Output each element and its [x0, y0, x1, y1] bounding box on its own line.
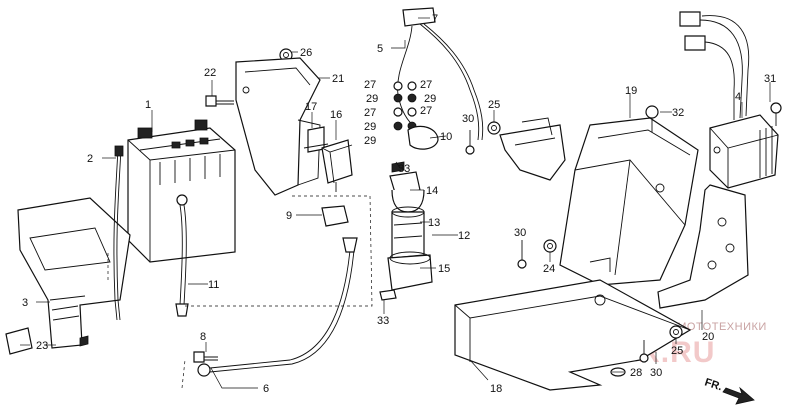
bolt-30-b: [517, 240, 527, 269]
caution-label: [5, 327, 33, 355]
leader-lines: [20, 17, 771, 389]
callout-24: 24: [543, 263, 555, 275]
relay: [321, 139, 353, 192]
callout-3: 3: [22, 297, 28, 309]
washer-24: [543, 239, 557, 253]
battery: [127, 119, 236, 263]
callout-15: 15: [438, 263, 450, 275]
washer-25-a: [487, 121, 501, 135]
callout-30-a: 30: [462, 113, 474, 125]
callout-30-c: 30: [650, 367, 662, 379]
callout-26: 26: [300, 47, 312, 59]
side-cover: [235, 57, 321, 196]
regulator-harness: [679, 11, 750, 120]
callout-25-b: 25: [671, 345, 683, 357]
callout-28: 28: [630, 367, 642, 379]
callout-7: 7: [432, 13, 438, 25]
callout-10: 10: [440, 131, 452, 143]
callout-33-a: 33: [398, 163, 410, 175]
callout-30-b: 30: [514, 227, 526, 239]
callout-18: 18: [490, 383, 502, 395]
callout-32: 32: [672, 107, 684, 119]
callout-27-d: 27: [420, 105, 432, 117]
bolt-32: [645, 105, 659, 132]
battery-case: [559, 117, 699, 286]
callout-16: 16: [330, 109, 342, 121]
front-arrow-icon: [722, 386, 755, 405]
starter-relay-bracket: [379, 161, 433, 301]
rear-bracket: [657, 184, 749, 309]
callout-27-c: 27: [364, 107, 376, 119]
callout-29-b: 29: [424, 93, 436, 105]
callout-29-d: 29: [364, 135, 376, 147]
battery-holder: [17, 197, 131, 349]
washer-stack: [393, 81, 417, 131]
bolt-31: [770, 102, 782, 126]
callout-19: 19: [625, 85, 637, 97]
callout-29-a: 29: [366, 93, 378, 105]
band-9: [321, 205, 349, 227]
under-tray: [454, 279, 692, 391]
callout-17: 17: [305, 101, 317, 113]
front-direction-indicator: FR.: [703, 376, 755, 405]
callout-20: 20: [702, 331, 714, 343]
bolt-22: [205, 95, 234, 107]
callout-11: 11: [208, 279, 219, 291]
positive-cable: [197, 237, 358, 377]
callout-14: 14: [426, 185, 438, 197]
callout-6: 6: [263, 383, 269, 395]
callout-33-b: 33: [377, 315, 389, 327]
negative-cable: [175, 194, 189, 317]
washer-25-b: [669, 325, 683, 339]
front-direction-label: FR.: [703, 376, 724, 393]
callout-labels: 1 2 3 4 5 6 7 8 9 10 11 12 13 14 15 16 1…: [22, 13, 776, 395]
callout-22: 22: [204, 67, 216, 79]
terminal-cover: [407, 125, 439, 150]
bolt-8: [193, 351, 218, 363]
callout-5: 5: [377, 43, 383, 55]
callout-4: 4: [735, 91, 741, 103]
callout-12: 12: [458, 230, 470, 242]
callout-29-c: 29: [364, 121, 376, 133]
breather-tube: [113, 145, 124, 321]
callout-8: 8: [200, 331, 206, 343]
regulator-rectifier: [709, 114, 779, 189]
callout-27-a: 27: [364, 79, 376, 91]
callout-25-a: 25: [488, 99, 500, 111]
callout-9: 9: [286, 210, 292, 222]
callout-13: 13: [428, 217, 440, 229]
callout-31: 31: [764, 73, 776, 85]
callout-21: 21: [332, 73, 344, 85]
callout-2: 2: [87, 153, 93, 165]
mounting-bracket: [499, 117, 566, 181]
callout-1: 1: [145, 99, 151, 111]
bolt-30-a: [465, 130, 475, 155]
bolt-30-c: [639, 340, 649, 363]
callout-23: 23: [36, 340, 48, 352]
callout-27-b: 27: [420, 79, 432, 91]
